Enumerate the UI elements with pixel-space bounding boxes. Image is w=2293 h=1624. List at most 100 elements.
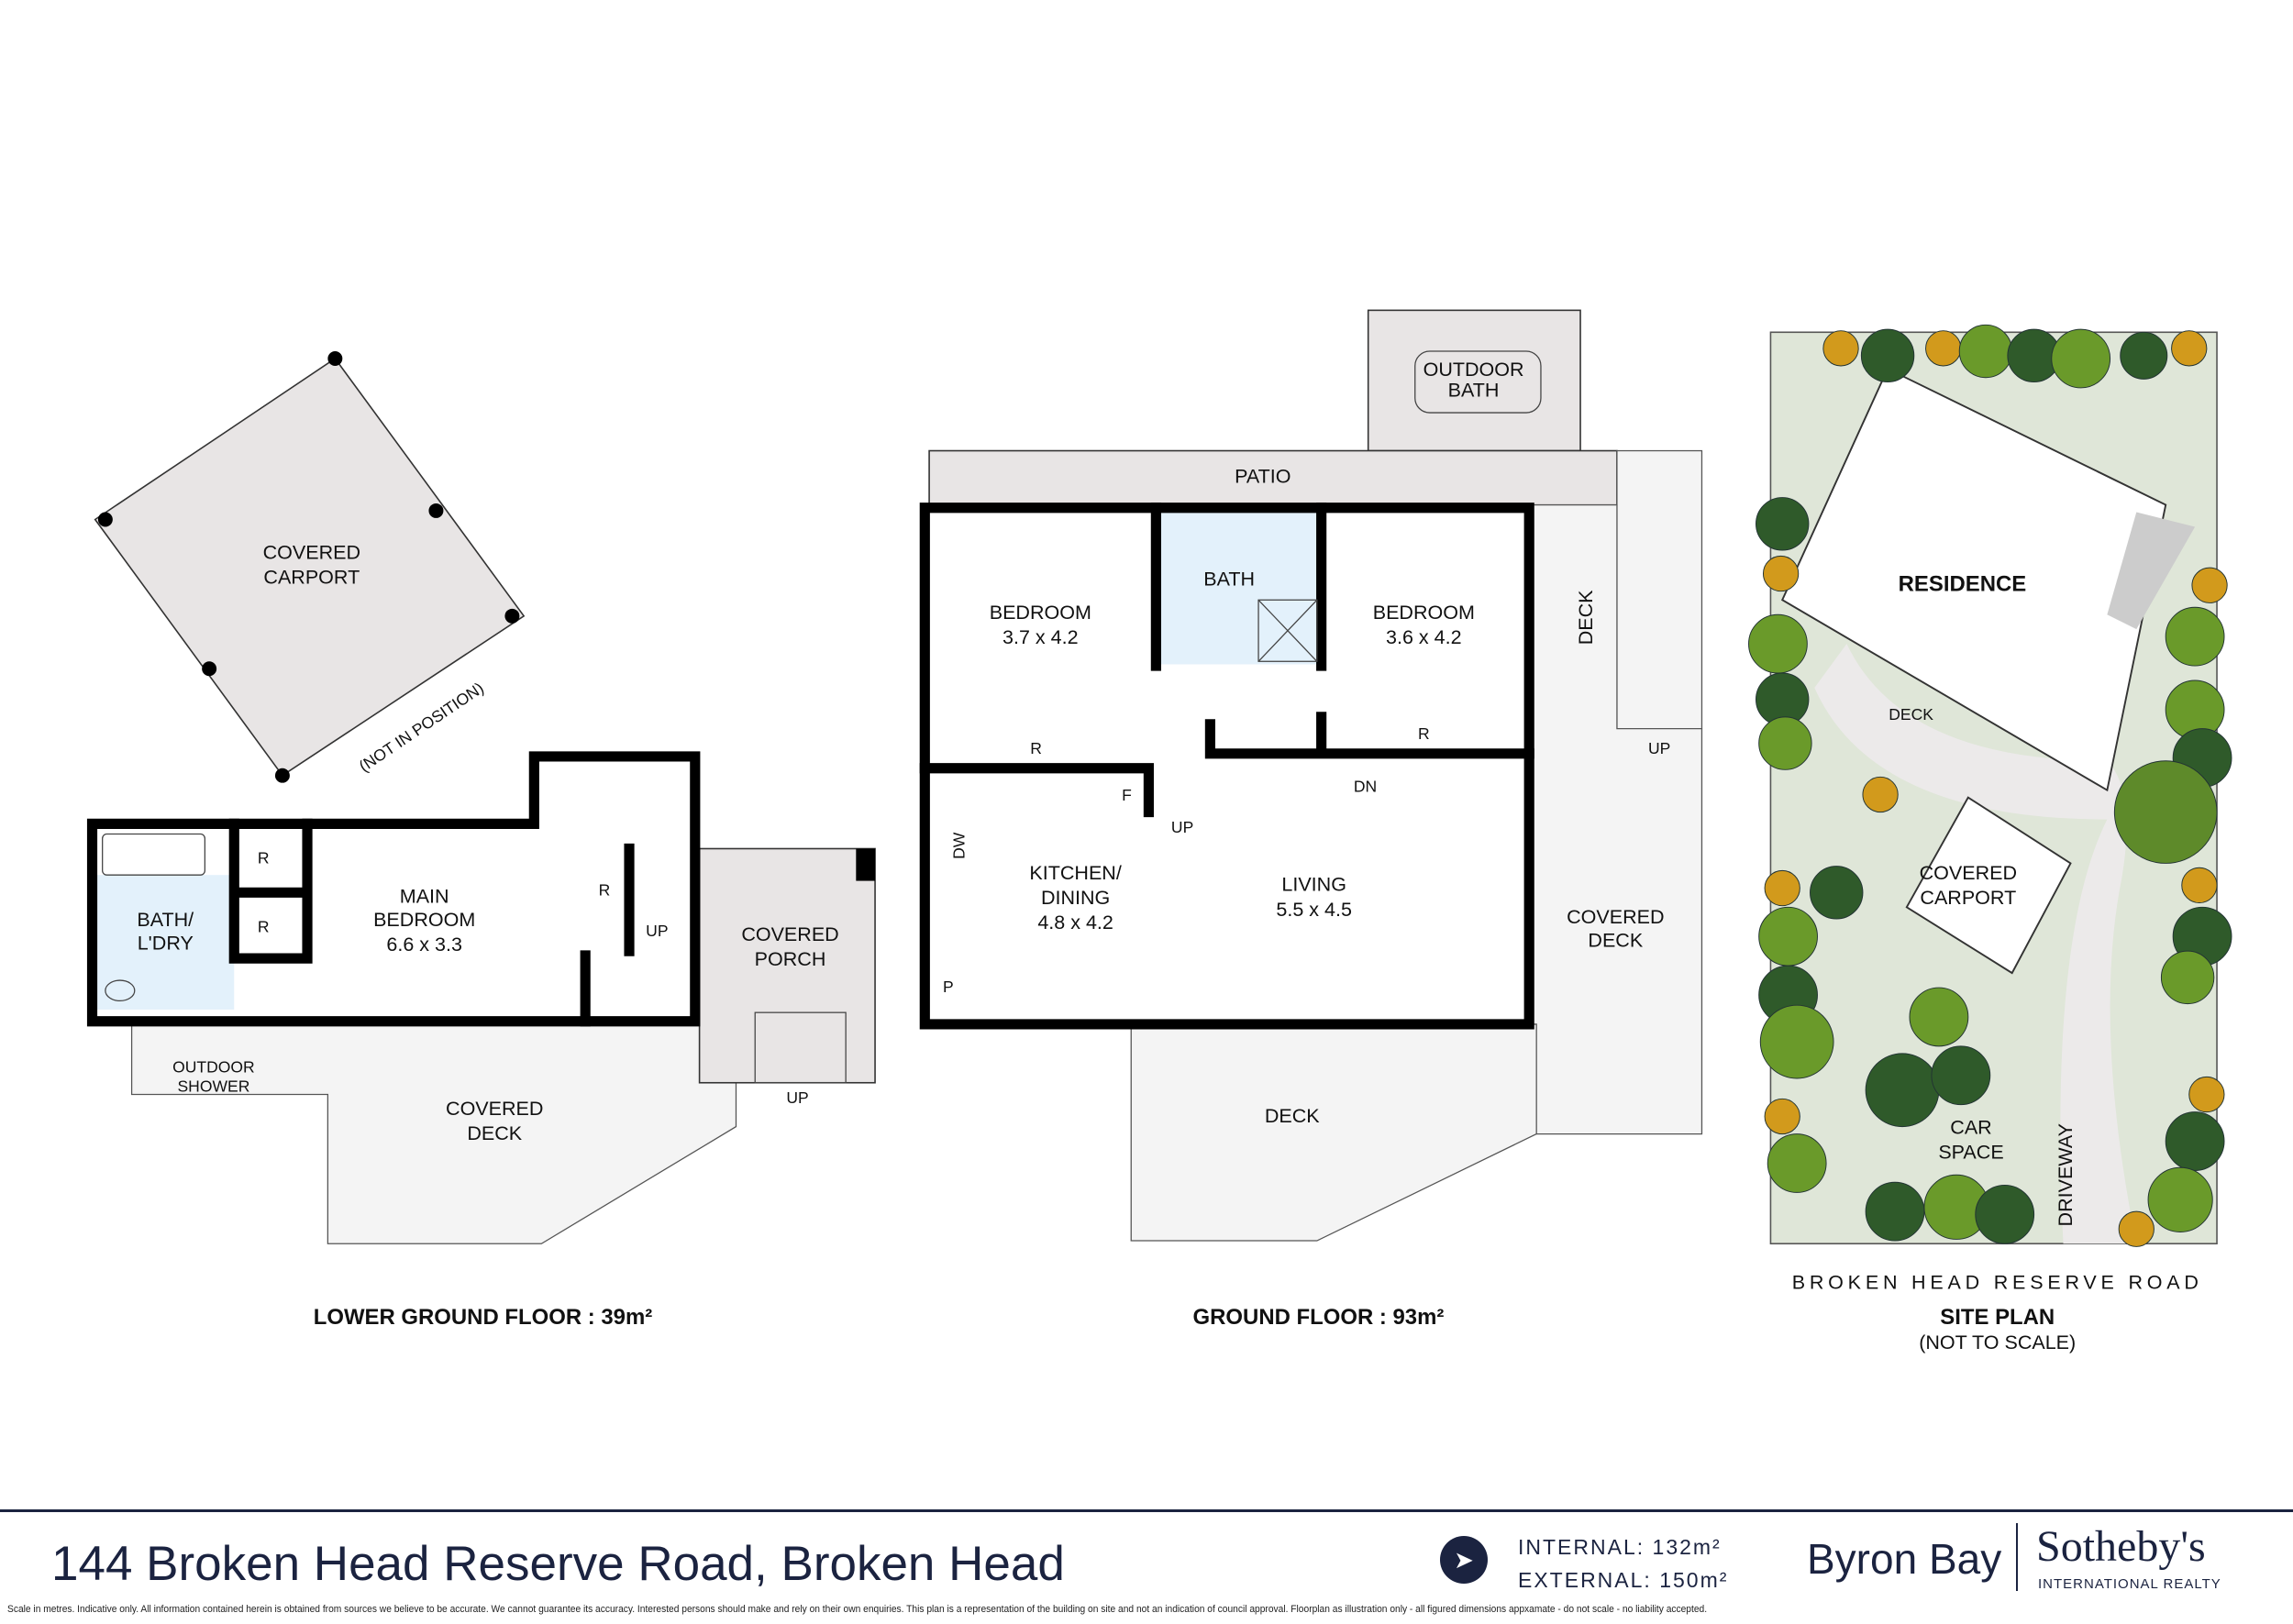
compass-icon: ➤ bbox=[1440, 1536, 1488, 1584]
driveway bbox=[1814, 644, 2137, 1244]
site-plan-title: SITE PLAN bbox=[1940, 1305, 2055, 1330]
agency-name: Byron Bay bbox=[1807, 1535, 2002, 1583]
tree-icon bbox=[2118, 1210, 2155, 1247]
internal-area: INTERNAL: 132m² bbox=[1518, 1535, 1722, 1559]
external-area: EXTERNAL: 150m² bbox=[1518, 1568, 1729, 1592]
tree-icon bbox=[2191, 567, 2228, 603]
tree-icon bbox=[1822, 330, 1859, 367]
site-carport-label: COVERED bbox=[1920, 862, 2017, 884]
kitchen-label-2: DINING bbox=[1041, 887, 1110, 909]
tree-icon bbox=[1759, 1004, 1834, 1079]
outdoor-shower-label-2: SHOWER bbox=[177, 1077, 249, 1095]
tree-icon bbox=[1865, 1053, 1940, 1128]
bedroom-1-size: 3.7 x 4.2 bbox=[1002, 626, 1079, 648]
tree-icon bbox=[1762, 555, 1800, 592]
side-deck-label: DECK bbox=[1575, 590, 1597, 645]
tree-icon bbox=[1862, 776, 1899, 813]
property-address: 144 Broken Head Reserve Road, Broken Hea… bbox=[51, 1537, 1065, 1591]
tree-icon bbox=[2188, 1076, 2225, 1113]
tree-icon bbox=[2171, 330, 2208, 367]
bath-room bbox=[1156, 512, 1322, 665]
porch-label: COVERED bbox=[741, 923, 838, 945]
pantry-label: P bbox=[943, 978, 954, 996]
lower-deck-label-2: DECK bbox=[467, 1122, 522, 1144]
living-label: LIVING bbox=[1281, 874, 1346, 896]
robe-label: R bbox=[258, 917, 270, 935]
tree-icon bbox=[1958, 324, 2013, 379]
tree-icon bbox=[1810, 866, 1864, 920]
main-bedroom-label: MAIN bbox=[400, 886, 449, 908]
deck bbox=[1130, 1023, 1537, 1242]
car-space-label: CAR bbox=[1950, 1117, 1991, 1139]
site-plan-subtitle: (NOT TO SCALE) bbox=[1919, 1331, 2076, 1353]
tree-icon bbox=[2113, 760, 2218, 864]
main-bedroom-label-2: BEDROOM bbox=[373, 909, 475, 931]
tree-icon bbox=[1764, 1098, 1800, 1135]
covered-carport-site bbox=[1905, 796, 2072, 975]
covered-deck-label: COVERED bbox=[1567, 906, 1664, 928]
carport-label: COVERED bbox=[263, 542, 360, 564]
porch-up-label: UP bbox=[786, 1088, 808, 1107]
tree-icon bbox=[1860, 328, 1915, 383]
outdoor-bath-label-2: BATH bbox=[1448, 380, 1500, 402]
tree-icon bbox=[1748, 613, 1808, 674]
dishwasher-label: DW bbox=[949, 832, 968, 859]
porch-label-2: PORCH bbox=[755, 948, 826, 970]
covered-deck-label-2: DECK bbox=[1588, 929, 1643, 951]
tree-icon bbox=[1764, 869, 1800, 907]
robe-label: R bbox=[258, 848, 270, 867]
tree-icon bbox=[2120, 331, 2168, 380]
tree-icon bbox=[1767, 1133, 1827, 1193]
ground-floor-title: GROUND FLOOR : 93m² bbox=[1193, 1305, 1445, 1330]
brand-subtitle: INTERNATIONAL REALTY bbox=[2038, 1576, 2221, 1592]
tree-icon bbox=[1909, 987, 1969, 1047]
carport-label-2: CARPORT bbox=[263, 567, 360, 589]
bath-laundry-label: BATH/ bbox=[137, 909, 194, 931]
residence-label: RESIDENCE bbox=[1899, 572, 2027, 597]
deck-up-label: UP bbox=[1648, 739, 1670, 757]
tree-icon bbox=[2160, 950, 2215, 1005]
tree-icon bbox=[1758, 716, 1812, 770]
bath-laundry bbox=[96, 875, 235, 1010]
lower-ground-floor: COVERED CARPORT (NOT IN POSITION) BATH/ … bbox=[86, 351, 876, 1330]
bedroom-1-label: BEDROOM bbox=[990, 602, 1091, 624]
tree-icon bbox=[2165, 1111, 2225, 1171]
lower-deck-label: COVERED bbox=[446, 1098, 543, 1120]
stair-down-label: DN bbox=[1354, 777, 1377, 795]
living-size: 5.5 x 4.5 bbox=[1276, 899, 1352, 921]
tree-icon bbox=[1925, 330, 1962, 367]
tree-icon bbox=[1756, 497, 1810, 551]
bath-label: BATH bbox=[1203, 568, 1255, 590]
site-carport-label-2: CARPORT bbox=[1920, 887, 2016, 909]
deck-label: DECK bbox=[1265, 1105, 1320, 1127]
footer: 144 Broken Head Reserve Road, Broken Hea… bbox=[0, 1509, 2293, 1624]
robe-label: R bbox=[1418, 724, 1430, 743]
trees bbox=[1748, 324, 2232, 1247]
tree-icon bbox=[1975, 1184, 2035, 1244]
bedroom-2-label: BEDROOM bbox=[1373, 602, 1475, 624]
car-space-label-2: SPACE bbox=[1938, 1142, 2003, 1164]
area-summary: INTERNAL: 132m² EXTERNAL: 150m² bbox=[1518, 1530, 1728, 1596]
residence bbox=[1780, 367, 2167, 792]
tree-icon bbox=[1931, 1045, 1991, 1106]
tree-icon bbox=[1758, 906, 1818, 967]
brand-logo: Sotheby's bbox=[2036, 1522, 2206, 1571]
robe-label: R bbox=[599, 881, 611, 900]
tree-icon bbox=[2181, 867, 2218, 903]
site-plan: RESIDENCE DECK COVERED CARPORT CAR SPACE… bbox=[1748, 324, 2232, 1353]
logo-divider bbox=[2016, 1523, 2018, 1591]
robe-label: R bbox=[1030, 739, 1042, 757]
driveway-label: DRIVEWAY bbox=[2055, 1123, 2077, 1226]
kitchen-size: 4.8 x 4.2 bbox=[1037, 911, 1113, 934]
patio bbox=[928, 449, 1618, 511]
fridge-label: F bbox=[1122, 786, 1132, 804]
outdoor-bath-area bbox=[1367, 309, 1581, 452]
stair-up-label: UP bbox=[1171, 818, 1193, 836]
bedroom-2-size: 3.6 x 4.2 bbox=[1386, 626, 1462, 648]
main-bedroom-size: 6.6 x 3.3 bbox=[386, 934, 462, 956]
road-label: BROKEN HEAD RESERVE ROAD bbox=[1792, 1272, 2203, 1294]
lower-ground-title: LOWER GROUND FLOOR : 39m² bbox=[314, 1305, 652, 1330]
kitchen-label: KITCHEN/ bbox=[1029, 862, 1121, 884]
tree-icon bbox=[2051, 328, 2111, 389]
